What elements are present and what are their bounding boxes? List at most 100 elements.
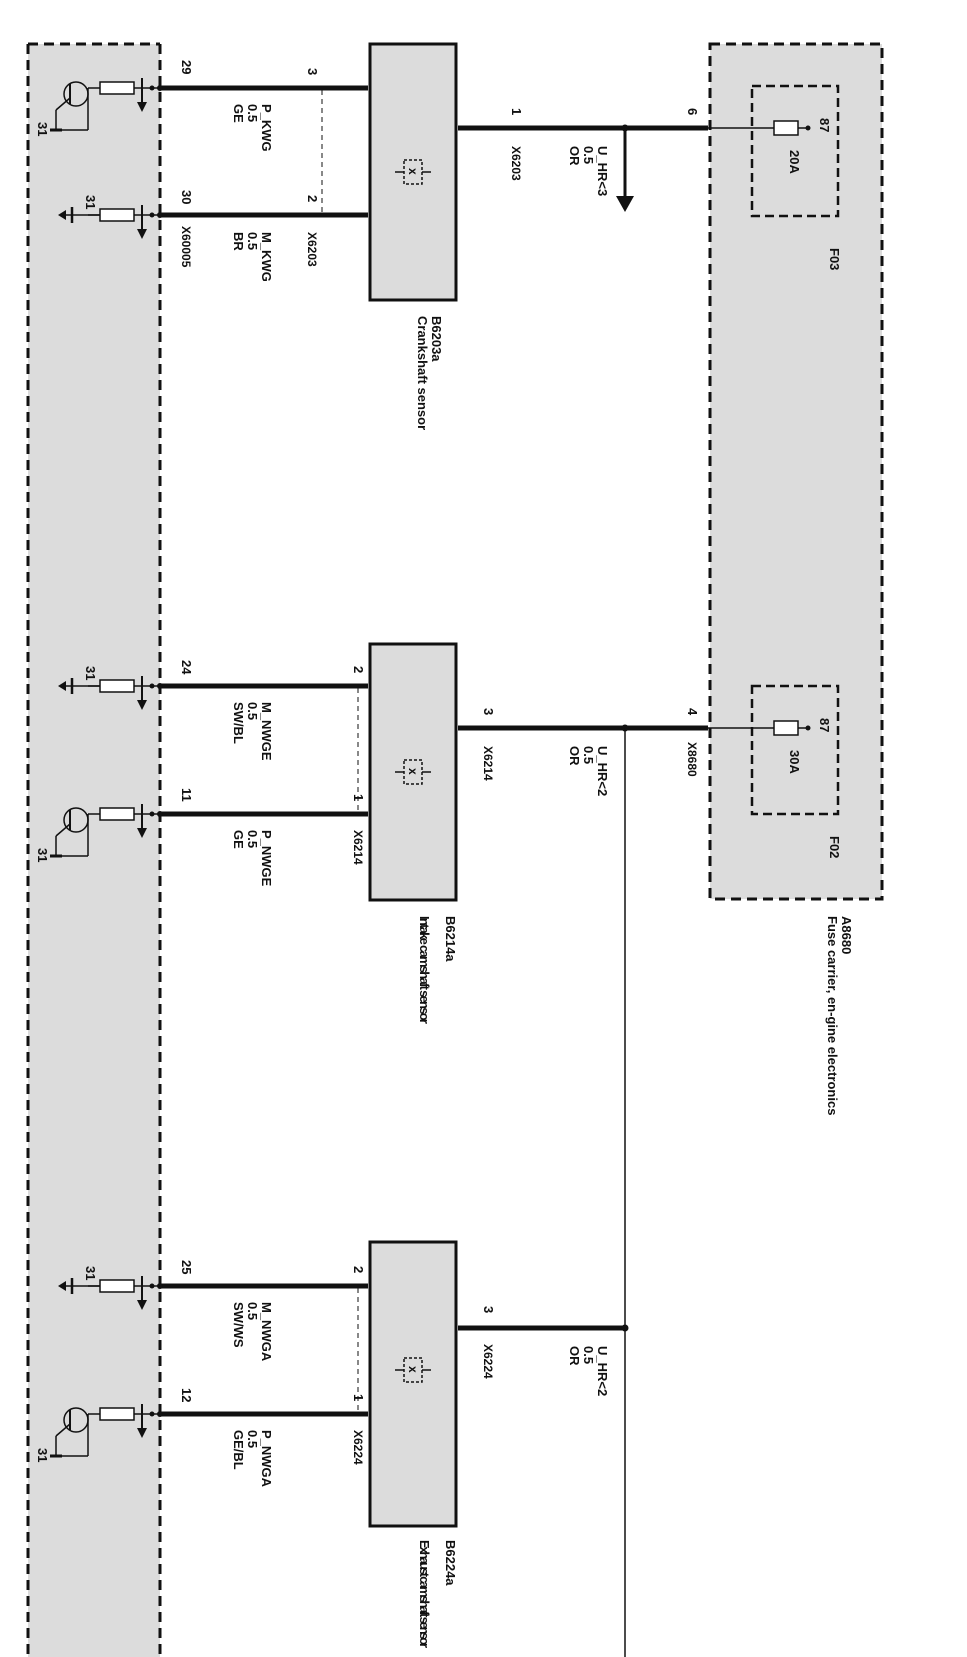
- svg-text:GE/BL: GE/BL: [231, 1430, 246, 1470]
- svg-text:0.5: 0.5: [245, 1302, 260, 1320]
- b6224a-id: B6224a: [443, 1540, 458, 1586]
- b6224a-name: Exhaust camshaft sensor: [417, 1540, 432, 1648]
- b6224a-supply-pin: 3: [481, 1306, 496, 1313]
- supply-wiring: [458, 124, 708, 1657]
- fuse-f02-rating: 30A: [787, 750, 802, 774]
- ecu-input-circuit: 31: [35, 78, 163, 136]
- fuse-f02-out-pin: 4: [685, 708, 700, 716]
- b6224a-wire-p: P_NWGA 0.5 GE/BL: [231, 1430, 274, 1488]
- b6214a-pin-2: 2: [351, 666, 366, 673]
- b6203a-id: B6203a: [429, 316, 444, 362]
- supply-label-3: U_HR<2 0.5 OR: [567, 1346, 610, 1396]
- ecu-input-circuit: 31: [58, 195, 163, 239]
- svg-text:OR: OR: [567, 746, 582, 766]
- b6214a-bottom-connector: X6214: [351, 830, 365, 865]
- b6214a-id: B6214a: [443, 916, 458, 962]
- ecu-region: [26, 42, 162, 1657]
- ground-label: 31: [35, 122, 50, 136]
- svg-text:U_HR<2: U_HR<2: [595, 1346, 610, 1396]
- b6203a-pin-2: 2: [305, 195, 320, 202]
- fuse-f02: 87 30A F02: [708, 684, 842, 858]
- sensor-b6214a: x: [160, 642, 458, 902]
- fuse-f02-connector: X8680: [685, 742, 699, 777]
- ground-label: 31: [83, 1266, 98, 1280]
- svg-text:x: x: [406, 768, 420, 775]
- b6203a-wire-m: M_KWG 0.5 BR: [231, 232, 274, 282]
- svg-text:SW/WS: SW/WS: [231, 1302, 246, 1348]
- ecu-pin-12: 12: [179, 1388, 194, 1402]
- svg-text:SW/BL: SW/BL: [231, 702, 246, 744]
- supply-label-1: U_HR<3 0.5 OR: [567, 146, 610, 196]
- sensor-b6203a: x: [160, 42, 458, 302]
- sensor-symbol: x: [395, 159, 431, 185]
- ecu-pin-29: 29: [179, 60, 194, 74]
- svg-text:0.5: 0.5: [581, 1346, 596, 1364]
- svg-text:0.5: 0.5: [245, 232, 260, 250]
- svg-text:0.5: 0.5: [581, 746, 596, 764]
- fuse-f03-label: F03: [827, 248, 842, 270]
- fuse-f02-terminal: 87: [817, 718, 832, 732]
- b6224a-bottom-connector: X6224: [351, 1430, 365, 1465]
- b6203a-wire-p: P_KWG 0.5 GE: [231, 104, 274, 152]
- b6203a-pin-3: 3: [305, 68, 320, 75]
- b6224a-wire-m: M_NWGA 0.5 SW/WS: [231, 1302, 274, 1362]
- b6214a-name: Intake camshaft sensor: [417, 916, 432, 1024]
- b6214a-wire-m: M_NWGE 0.5 SW/BL: [231, 702, 274, 761]
- svg-text:GE: GE: [231, 104, 246, 123]
- fuse-f02-label: F02: [827, 836, 842, 858]
- ground-label: 31: [83, 666, 98, 680]
- b6203a-supply-pin: 1: [509, 108, 524, 115]
- fuse-f03-terminal: 87: [817, 118, 832, 132]
- b6214a-wire-p: P_NWGE 0.5 GE: [231, 830, 274, 887]
- svg-text:0.5: 0.5: [581, 146, 596, 164]
- fuse-f03-out-pin: 6: [685, 108, 700, 115]
- b6214a-supply-pin: 3: [481, 708, 496, 715]
- svg-text:P_NWGA: P_NWGA: [259, 1430, 274, 1488]
- svg-text:U_HR<3: U_HR<3: [595, 146, 610, 196]
- b6224a-pin-1: 1: [351, 1394, 366, 1401]
- fuse-f03: 87 20A F03: [708, 84, 842, 270]
- ground-label: 31: [35, 848, 50, 862]
- svg-text:0.5: 0.5: [245, 830, 260, 848]
- supply-label-2: U_HR<2 0.5 OR: [567, 746, 610, 796]
- ecu-pin-11: 11: [179, 788, 194, 802]
- ground-label: 31: [83, 195, 98, 209]
- b6203a-name: Crankshaft sensor: [415, 316, 430, 430]
- b6224a-supply-connector: X6224: [481, 1344, 495, 1379]
- svg-text:x: x: [406, 168, 420, 175]
- svg-text:BR: BR: [231, 232, 246, 251]
- fuse-carrier-name: Fuse carrier, en-gine electronics: [825, 916, 840, 1115]
- ecu-pin-25: 25: [179, 1260, 194, 1274]
- ecu-pin-30: 30: [179, 190, 194, 204]
- ecu-input-circuit: 31: [35, 1404, 163, 1462]
- svg-text:OR: OR: [567, 1346, 582, 1366]
- ecu-input-circuit: 31: [58, 1266, 163, 1310]
- fuse-f03-rating: 20A: [787, 150, 802, 174]
- svg-text:0.5: 0.5: [245, 1430, 260, 1448]
- sensor-symbol: x: [395, 1357, 431, 1383]
- svg-text:M_NWGA: M_NWGA: [259, 1302, 274, 1362]
- fuse-carrier-box: [708, 42, 884, 901]
- fuse-carrier-id: A8680: [839, 916, 854, 954]
- ecu-input-circuit: 31: [58, 666, 163, 710]
- svg-text:M_NWGE: M_NWGE: [259, 702, 274, 761]
- b6203a-supply-connector: X6203: [509, 146, 523, 181]
- svg-text:GE: GE: [231, 830, 246, 849]
- svg-text:OR: OR: [567, 146, 582, 166]
- sensor-b6224a: x: [160, 1240, 458, 1528]
- svg-text:U_HR<2: U_HR<2: [595, 746, 610, 796]
- ecu-input-circuits: 31 31 31 31 31 31: [35, 78, 163, 1462]
- b6214a-pin-1: 1: [351, 794, 366, 801]
- ground-label: 31: [35, 1448, 50, 1462]
- ecu-connector: X60005: [179, 226, 193, 268]
- svg-text:0.5: 0.5: [245, 702, 260, 720]
- b6203a-bottom-connector: X6203: [305, 232, 319, 267]
- svg-text:x: x: [406, 1366, 420, 1373]
- svg-text:0.5: 0.5: [245, 104, 260, 122]
- svg-text:P_KWG: P_KWG: [259, 104, 274, 152]
- b6224a-pin-2: 2: [351, 1266, 366, 1273]
- sensor-symbol: x: [395, 759, 431, 785]
- svg-text:P_NWGE: P_NWGE: [259, 830, 274, 887]
- b6214a-supply-connector: X6214: [481, 746, 495, 781]
